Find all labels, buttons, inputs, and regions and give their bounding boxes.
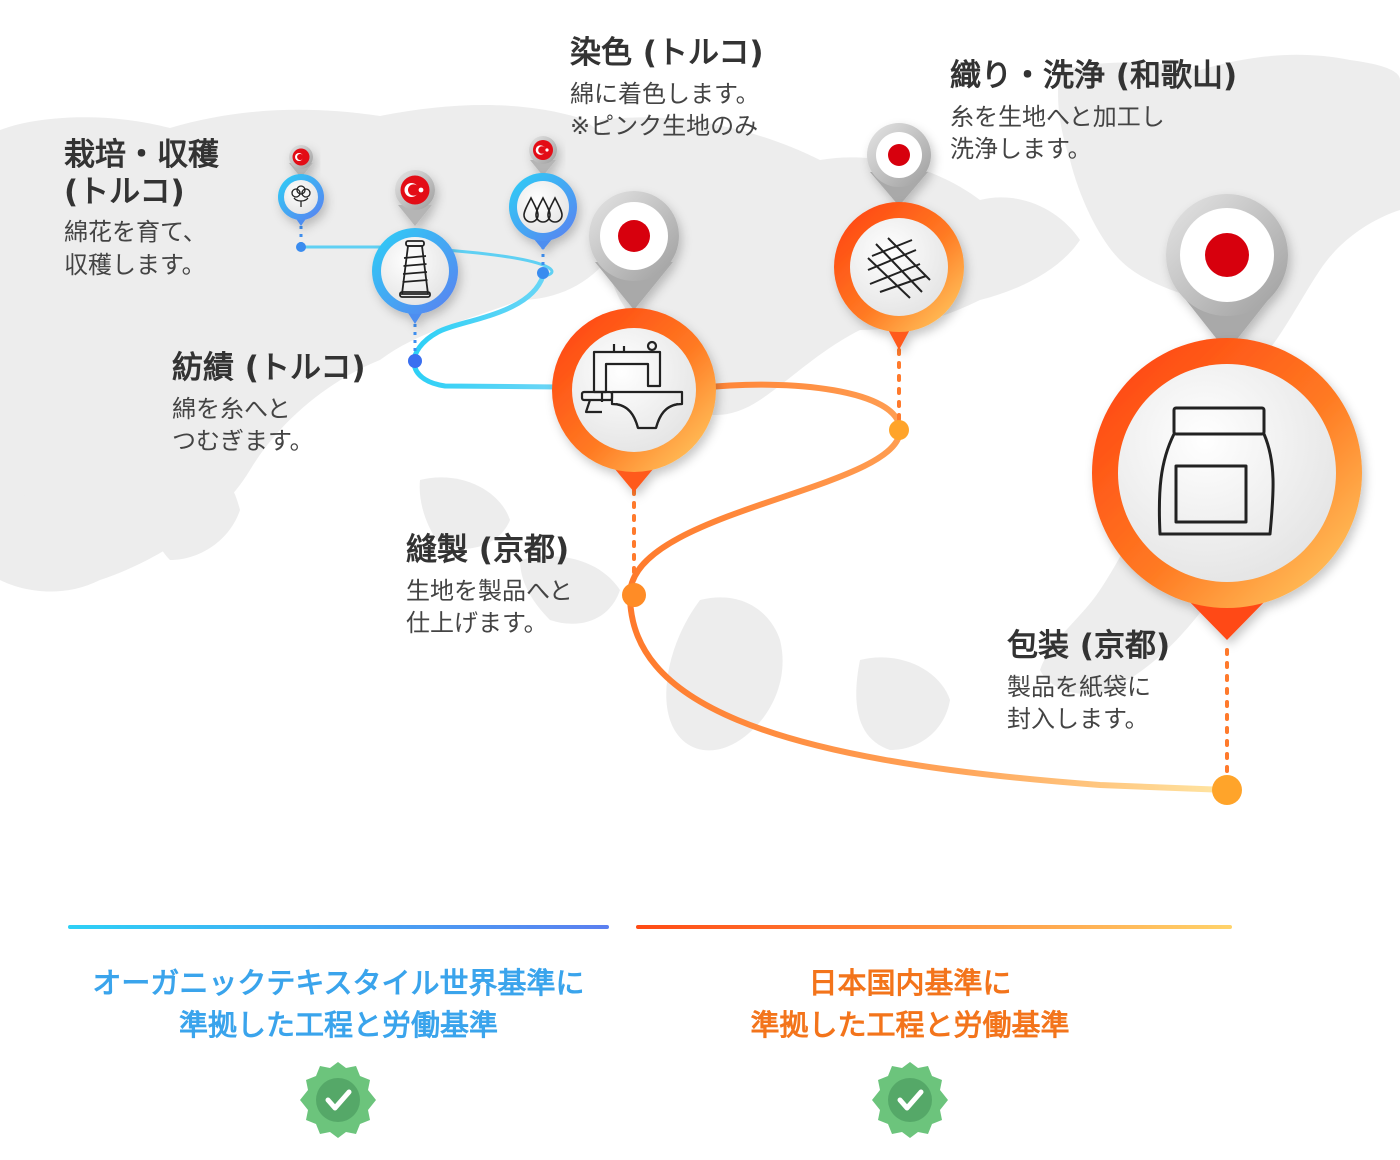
step-dyeing: 染色 (トルコ) 綿に着色します。 ※ピンク生地のみ (570, 35, 764, 143)
step-description-line: 綿に着色します。 (570, 79, 760, 108)
japan-flag-icon (618, 220, 650, 252)
step-title: 織り・洗浄 (和歌山) (950, 58, 1237, 95)
step-title-line: 紡績 (トルコ) (172, 350, 366, 386)
route-dots (296, 242, 1242, 805)
step-title-line: (トルコ) (64, 173, 185, 210)
step-title-line: 縫製 (京都) (406, 532, 570, 568)
japan-standard-line: 準拠した工程と労働基準 (750, 1008, 1070, 1043)
route-dot-weaving (889, 420, 909, 440)
step-description-line: 生地を製品へと (406, 576, 573, 605)
step-description-line: 糸を生地へと加工し (950, 102, 1165, 131)
step-title: 栽培・収穫 (トルコ) (64, 137, 219, 210)
turkey-flag-pin-harvest (289, 145, 313, 178)
route-dot-dyeing (537, 267, 549, 279)
step-description: 生地を製品へと 仕上げます。 (406, 575, 573, 640)
step-title-line: 織り・洗浄 (和歌山) (950, 58, 1238, 94)
check-badge-japan (872, 1062, 948, 1138)
step-title-line: 栽培・収穫 (64, 137, 219, 173)
organic-standard-line: 準拠した工程と労働基準 (178, 1008, 498, 1043)
standards-dividers (68, 925, 1232, 929)
step-description-line: 綿花を育て、 (64, 218, 207, 247)
step-description-line: ※ピンク生地のみ (570, 112, 759, 141)
organic-standard-text: オーガニックテキスタイル世界基準に 準拠した工程と労働基準 (68, 962, 609, 1046)
step-description: 製品を紙袋に 封入します。 (1007, 671, 1170, 736)
step-description-line: 洗浄します。 (950, 135, 1092, 164)
step-title: 縫製 (京都) (406, 532, 573, 569)
step-sewing: 縫製 (京都) 生地を製品へと 仕上げます。 (406, 532, 573, 640)
yarn-spool-icon (399, 240, 431, 298)
route-dot-harvest (296, 242, 306, 252)
step-description-line: 綿を糸へと (172, 394, 291, 423)
japan-flag-icon (888, 144, 910, 166)
paper-bag-icon (1157, 406, 1275, 536)
step-description-line: 収穫します。 (64, 250, 206, 279)
japan-flag-icon (1205, 233, 1249, 277)
route-dot-packaging (1212, 775, 1242, 805)
step-description-line: 封入します。 (1007, 705, 1149, 734)
sewing-machine-pin (552, 308, 716, 492)
route-dot-sewing (622, 583, 646, 607)
woven-fabric-pin (834, 202, 964, 350)
organic-standard-line: オーガニックテキスタイル世界基準に (92, 966, 585, 1000)
yarn-spool-pin (372, 228, 458, 324)
step-description-line: 仕上げます。 (406, 609, 548, 638)
japan-flag-pin-packaging (1166, 194, 1288, 352)
japan-standard-text: 日本国内基準に 準拠した工程と労働基準 (636, 962, 1184, 1046)
sewing-machine-icon (580, 340, 684, 430)
step-title-line: 染色 (トルコ) (570, 35, 764, 71)
turkey-flag-icon (292, 148, 310, 166)
japan-standard-line: 日本国内基準に (808, 966, 1012, 1000)
dye-drops-icon (523, 196, 563, 223)
organic-standard-divider (68, 925, 609, 929)
step-description-line: つむぎます。 (172, 427, 314, 456)
step-description: 綿花を育て、 収穫します。 (64, 216, 219, 281)
cotton-pin (278, 174, 324, 226)
route-dot-spinning (408, 354, 422, 368)
japan-standard-divider (636, 925, 1232, 929)
check-badge-icon (872, 1062, 948, 1138)
step-spinning: 紡績 (トルコ) 綿を糸へと つむぎます。 (172, 350, 366, 458)
turkey-flag-pin-spinning (395, 170, 435, 226)
japan-flag-pin-weaving (867, 123, 931, 206)
cotton-icon (291, 185, 311, 207)
step-harvest: 栽培・収穫 (トルコ) 綿花を育て、 収穫します。 (64, 137, 219, 281)
check-badge-icon (300, 1062, 376, 1138)
step-description: 綿に着色します。 ※ピンク生地のみ (570, 78, 764, 143)
step-description-line: 製品を紙袋に (1007, 672, 1151, 701)
step-title: 包装 (京都) (1007, 628, 1170, 665)
check-badge-organic (300, 1062, 376, 1138)
step-title: 染色 (トルコ) (570, 35, 764, 72)
step-description: 糸を生地へと加工し 洗浄します。 (950, 101, 1237, 166)
turkey-flag-icon (400, 175, 430, 205)
step-packaging: 包装 (京都) 製品を紙袋に 封入します。 (1007, 628, 1170, 736)
woven-fabric-icon (867, 237, 931, 299)
step-weaving-washing: 織り・洗浄 (和歌山) 糸を生地へと加工し 洗浄します。 (950, 58, 1237, 166)
step-title-line: 包装 (京都) (1007, 628, 1171, 664)
paper-bag-pin (1092, 338, 1362, 640)
turkey-flag-pin-dyeing (529, 136, 557, 176)
dye-drops-pin (509, 173, 577, 250)
step-description: 綿を糸へと つむぎます。 (172, 393, 366, 458)
japan-route-line (626, 348, 1230, 793)
step-title: 紡績 (トルコ) (172, 350, 366, 387)
japan-flag-pin-sewing (589, 191, 679, 310)
turkey-flag-icon (533, 140, 553, 160)
